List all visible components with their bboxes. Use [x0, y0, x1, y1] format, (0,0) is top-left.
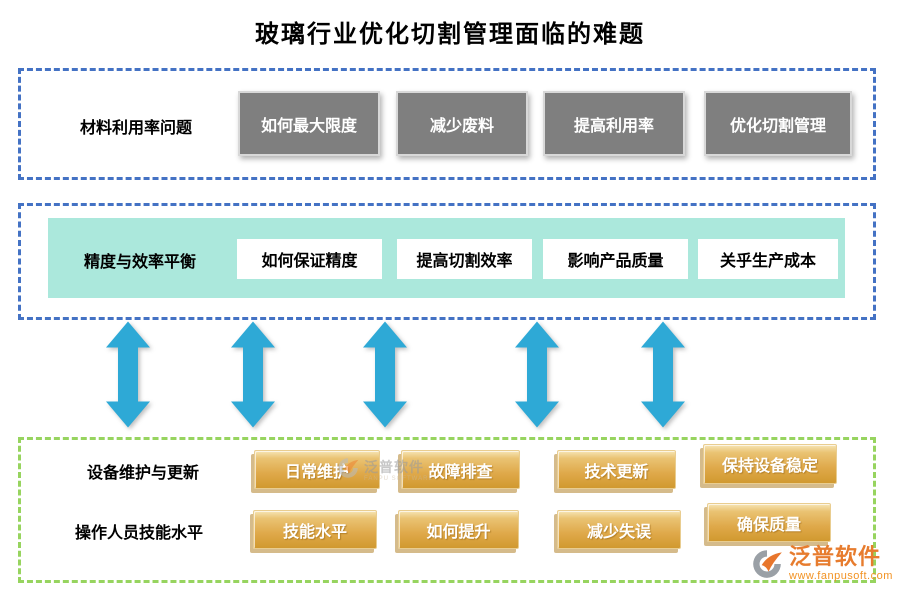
- section-material-label: 材料利用率问题: [79, 120, 192, 137]
- chip-operator-3: 减少失误: [557, 510, 681, 549]
- brand-url: www.fanpusoft.com: [789, 570, 893, 582]
- section-material-box: [18, 68, 876, 180]
- watermark-brand-en: FANPU SOFTWARE: [364, 475, 434, 482]
- chip-equipment-1: 日常维护: [254, 450, 380, 489]
- double-arrow-icon: [362, 321, 408, 428]
- brand-name: 泛普软件: [789, 544, 882, 569]
- section-precision-label: 精度与效率平衡: [83, 254, 196, 271]
- chip-operator-2: 如何提升: [398, 510, 519, 549]
- double-arrow-icon: [230, 321, 276, 428]
- double-arrow-icon: [640, 321, 686, 428]
- chip-precision-2: 提高切割效率: [397, 239, 532, 279]
- double-arrow-icon: [514, 321, 560, 428]
- watermark: 泛普软件 FANPU SOFTWARE: [336, 456, 433, 485]
- chip-equipment-3: 技术更新: [557, 450, 676, 489]
- chip-equipment-4: 保持设备稳定: [703, 444, 837, 484]
- chip-precision-4: 关乎生产成本: [698, 239, 838, 279]
- chip-precision-1: 如何保证精度: [237, 239, 382, 279]
- brand-logo-icon: [750, 546, 784, 587]
- chip-precision-3: 影响产品质量: [543, 239, 688, 279]
- section-precision-box: [18, 203, 876, 320]
- chip-operator-4: 确保质量: [707, 503, 831, 542]
- chip-material-2: 减少废料: [396, 91, 528, 156]
- brand-logo: 泛普软件 www.fanpusoft.com: [750, 546, 893, 587]
- page-title: 玻璃行业优化切割管理面临的难题: [255, 21, 645, 48]
- watermark-brand: 泛普软件: [364, 458, 424, 475]
- double-arrow-icon: [105, 321, 151, 428]
- chip-operator-1: 技能水平: [253, 510, 377, 549]
- watermark-logo-icon: [336, 456, 360, 485]
- section-bottom-box: [18, 437, 876, 583]
- chip-material-1: 如何最大限度: [238, 91, 380, 156]
- section-operator-label: 操作人员技能水平: [74, 525, 203, 542]
- chip-material-4: 优化切割管理: [704, 91, 852, 156]
- chip-equipment-2: 故障排查: [401, 450, 520, 489]
- chip-material-3: 提高利用率: [543, 91, 685, 156]
- section-equipment-label: 设备维护与更新: [86, 465, 199, 482]
